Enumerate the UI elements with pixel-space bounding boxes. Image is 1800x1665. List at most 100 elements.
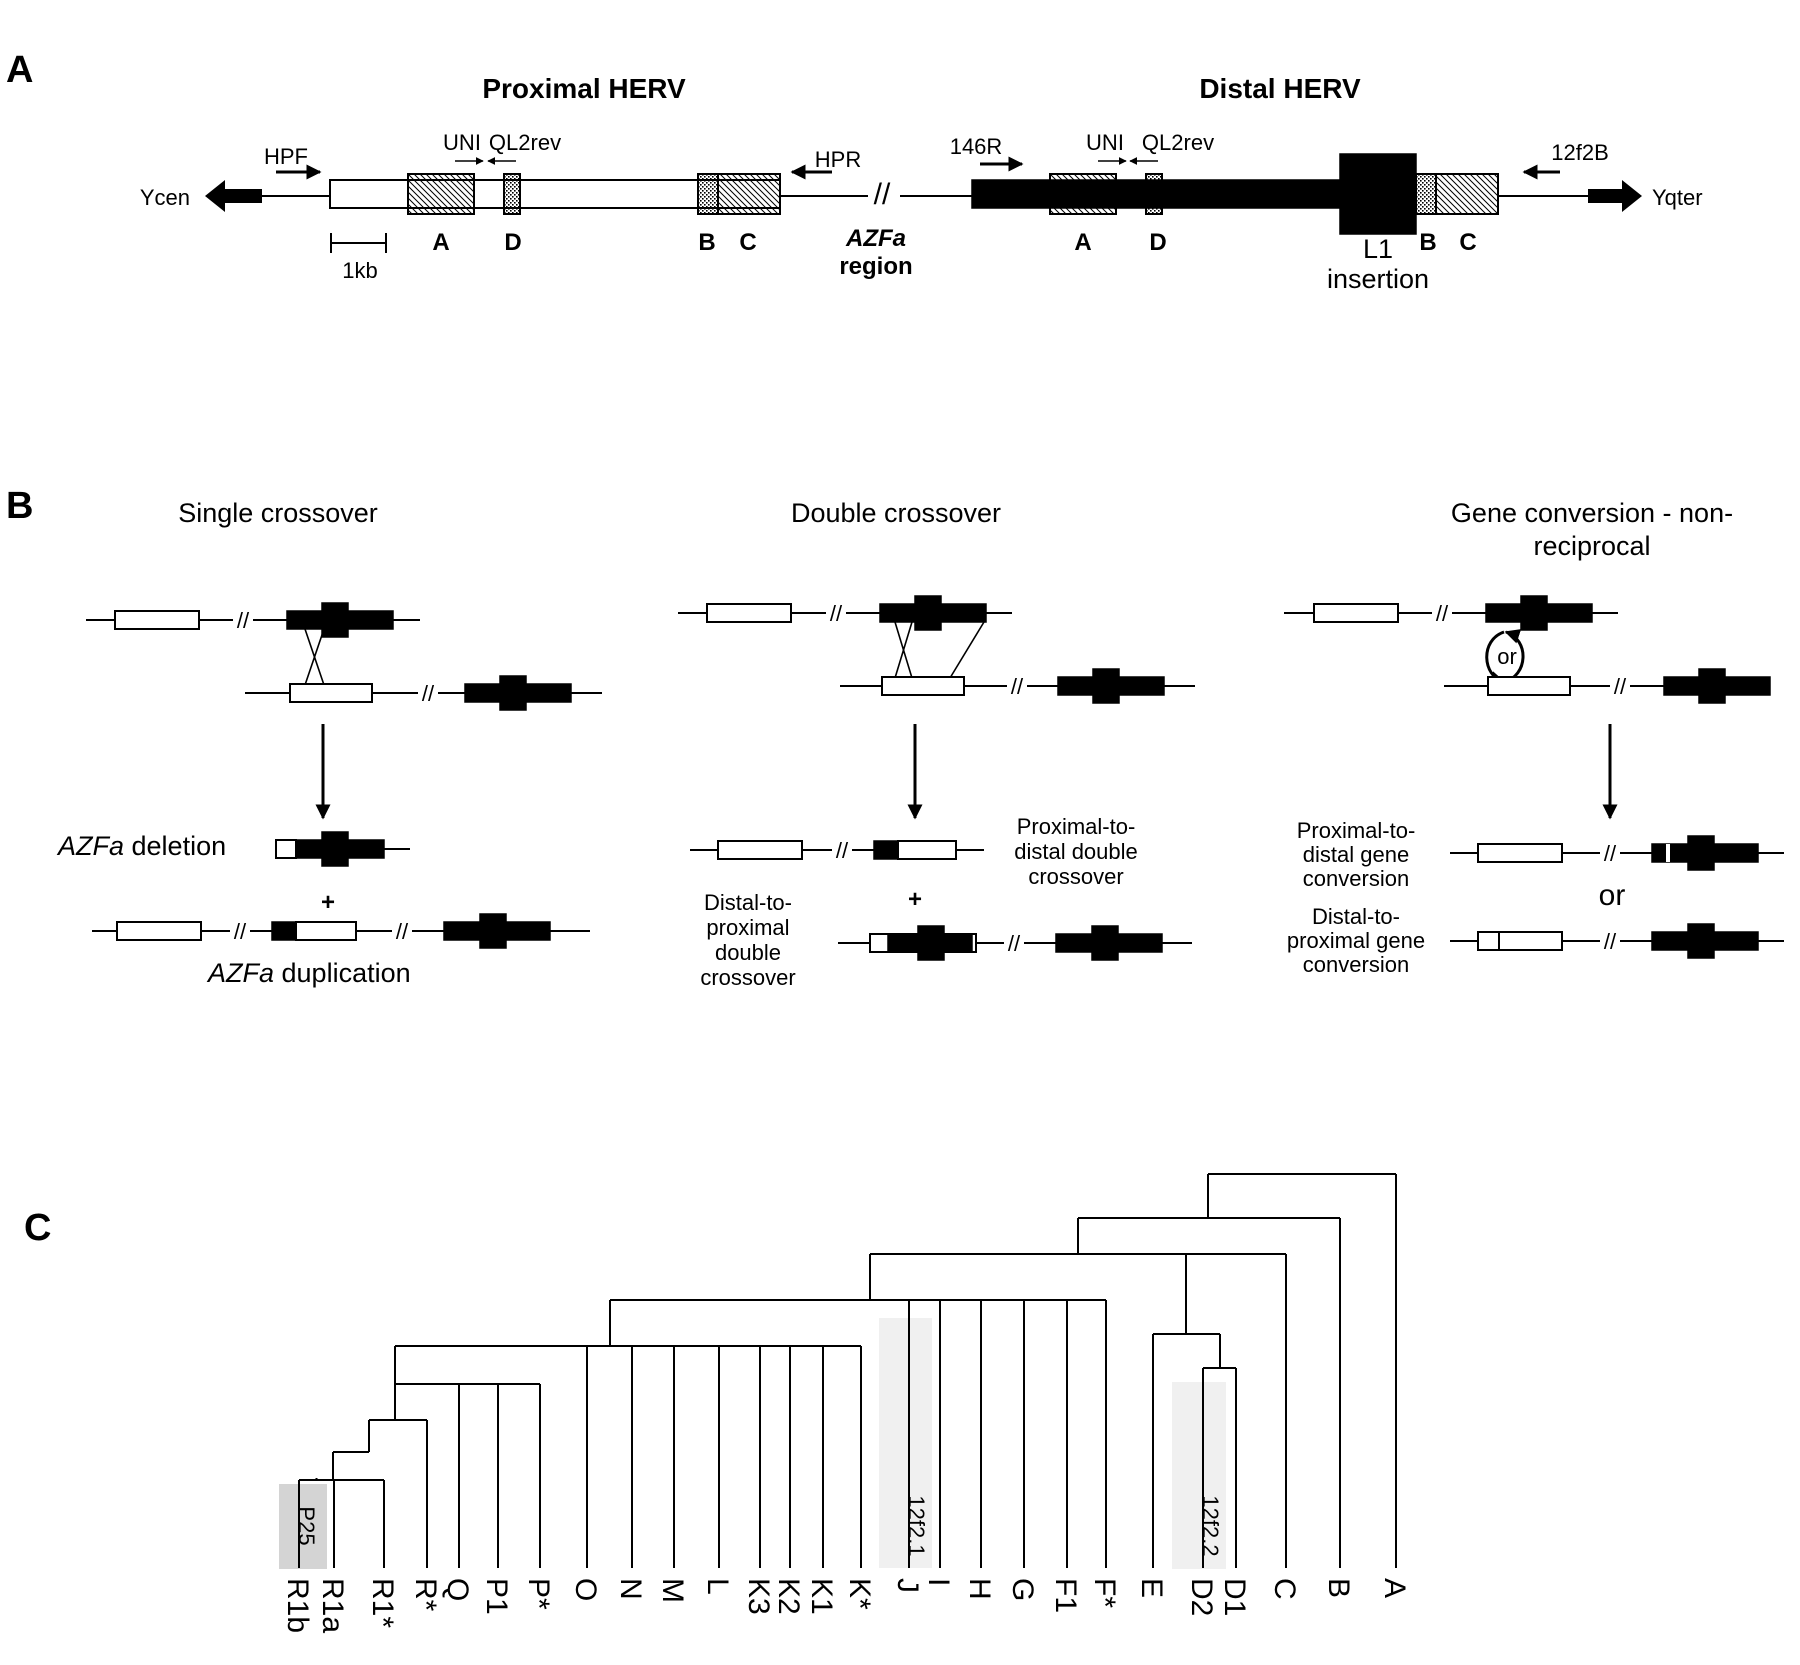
leaf-label: K3 xyxy=(742,1578,775,1615)
double-crossover-title: Double crossover xyxy=(791,498,1001,528)
leaf-label: P1 xyxy=(480,1578,513,1615)
p2d-gc-label-3: conversion xyxy=(1303,866,1409,891)
svg-text://: // xyxy=(1011,674,1024,699)
p2d-gc-label-2: distal gene xyxy=(1303,842,1409,867)
proximal-block-a xyxy=(407,173,475,215)
leaf-label: G xyxy=(1006,1578,1039,1601)
leaf-label: K2 xyxy=(772,1578,805,1615)
leaf-label: D1 xyxy=(1218,1578,1251,1616)
hpr-label: HPR xyxy=(815,147,861,172)
single-crossover-diagram: // // AZFa deletion + // // AZFa duplica… xyxy=(56,602,602,988)
leaf-label: N xyxy=(614,1578,647,1600)
azfa-duplication-label: AZFa duplication xyxy=(206,958,411,988)
event-12f2-2: 12f2.2 xyxy=(1198,1495,1223,1556)
scale-label: 1kb xyxy=(342,258,377,283)
event-box-p25 xyxy=(279,1484,327,1569)
panel-b: B Single crossover Double crossover Gene… xyxy=(6,485,1784,990)
p2d-gc-label-1: Proximal-to- xyxy=(1297,818,1416,843)
leaf-label: F1 xyxy=(1049,1578,1082,1613)
leaf-label: C xyxy=(1268,1578,1301,1600)
yqter-arrow-icon xyxy=(1588,180,1642,212)
block-c-label: C xyxy=(739,229,756,256)
azfa-deletion-label: AZFa deletion xyxy=(56,831,226,861)
uni-label: UNI xyxy=(443,130,481,155)
p2d-double-label-2: distal double xyxy=(1014,839,1138,864)
leaf-label: R1a xyxy=(316,1578,349,1633)
distal-block-a xyxy=(1049,173,1117,215)
d2p-double-label-4: crossover xyxy=(700,965,795,990)
double-crossover-diagram: // // // + // Proximal-to- distal d xyxy=(678,595,1195,990)
146r-label: 146R xyxy=(950,134,1003,159)
leaf-label: R1* xyxy=(366,1578,399,1628)
proximal-block-b xyxy=(697,173,719,215)
block-d-label: D xyxy=(1149,229,1166,256)
block-c-label: C xyxy=(1459,229,1476,256)
break-mark: // xyxy=(874,178,891,211)
leaf-label: P* xyxy=(522,1578,555,1610)
d2p-gc-label-1: Distal-to- xyxy=(1312,904,1400,929)
leaf-label: I xyxy=(922,1578,955,1586)
leaf-label: K1 xyxy=(805,1578,838,1615)
d2p-double-label-1: Distal-to- xyxy=(704,890,792,915)
gene-conversion-title-2: reciprocal xyxy=(1533,531,1650,561)
block-b-label: B xyxy=(698,229,715,256)
leaf-label: O xyxy=(569,1578,602,1601)
leaf-label: K* xyxy=(843,1578,876,1610)
leaf-label: L xyxy=(701,1578,734,1595)
leaf-label: M xyxy=(656,1578,689,1603)
l1-label: L1 xyxy=(1363,234,1393,264)
azfa-label: AZFa xyxy=(845,225,906,252)
leaf-label: J xyxy=(891,1578,924,1593)
panel-a-label: A xyxy=(6,49,33,91)
svg-text://: // xyxy=(830,601,843,626)
phylogenetic-tree xyxy=(298,1173,1397,1568)
leaf-label: A xyxy=(1378,1578,1411,1598)
block-a-label: A xyxy=(1074,229,1091,256)
svg-text://: // xyxy=(396,919,409,944)
leaf-label: R* xyxy=(409,1578,442,1612)
event-p25: P25 xyxy=(294,1506,319,1545)
event-12f2-1: 12f2.1 xyxy=(904,1495,929,1556)
ql2rev-label: QL2rev xyxy=(1142,130,1214,155)
uni-label: UNI xyxy=(1086,130,1124,155)
distal-block-d xyxy=(1145,173,1163,215)
event-box-12f2-1 xyxy=(879,1318,932,1568)
svg-text://: // xyxy=(1008,931,1021,956)
svg-text://: // xyxy=(422,681,435,706)
ycen-label: Ycen xyxy=(140,185,190,210)
distal-block-b xyxy=(1415,173,1437,215)
svg-text://: // xyxy=(1604,841,1617,866)
event-box-12f2-2 xyxy=(1172,1382,1226,1569)
panel-c-label: C xyxy=(24,1207,51,1249)
svg-text://: // xyxy=(836,838,849,863)
leaf-label: Q xyxy=(441,1578,474,1601)
proximal-herv-title: Proximal HERV xyxy=(482,73,686,104)
leaf-label: H xyxy=(963,1578,996,1600)
proximal-block-d xyxy=(503,173,521,215)
leaf-label: D2 xyxy=(1185,1578,1218,1616)
svg-text://: // xyxy=(1614,674,1627,699)
gene-conversion-title-1: Gene conversion - non- xyxy=(1451,498,1733,528)
plus-sign: + xyxy=(908,886,922,913)
yqter-label: Yqter xyxy=(1652,185,1703,210)
block-a-label: A xyxy=(432,229,449,256)
l1-insertion-box xyxy=(1339,153,1417,235)
leaf-label: B xyxy=(1322,1578,1355,1598)
distal-herv-title: Distal HERV xyxy=(1199,73,1361,104)
region-label: region xyxy=(839,253,912,280)
or-large-label: or xyxy=(1599,879,1626,912)
proximal-block-c xyxy=(717,173,781,215)
d2p-double-label-3: double xyxy=(715,940,781,965)
svg-text://: // xyxy=(1436,601,1449,626)
hpf-label: HPF xyxy=(264,144,308,169)
p2d-double-label-1: Proximal-to- xyxy=(1017,814,1136,839)
svg-text://: // xyxy=(234,919,247,944)
ycen-arrow-icon xyxy=(205,180,262,212)
p2d-double-label-3: crossover xyxy=(1028,864,1123,889)
ql2rev-label: QL2rev xyxy=(489,130,561,155)
12f2b-label: 12f2B xyxy=(1551,140,1609,165)
leaf-label: R1b xyxy=(281,1578,314,1633)
svg-text://: // xyxy=(1604,929,1617,954)
